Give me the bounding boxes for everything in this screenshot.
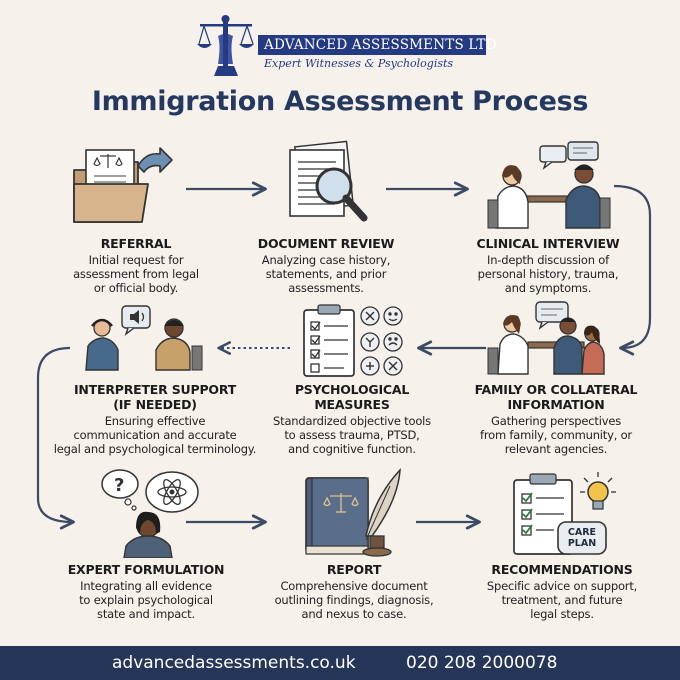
footer-phone[interactable]: 020 208 2000078 xyxy=(406,653,558,673)
expert-thinking-icon: ? xyxy=(101,469,199,558)
company-name: ADVANCED ASSESSMENTS LTD xyxy=(258,35,496,55)
step-title: CLINICAL INTERVIEW xyxy=(476,236,620,251)
company-tagline: Expert Witnesses & Psychologists xyxy=(264,57,454,70)
interpreter-icon xyxy=(85,305,203,371)
company-logo: ADVANCED ASSESSMENTS LTD Expert Witnesse… xyxy=(196,12,496,78)
family-meeting-icon xyxy=(487,301,605,375)
clinical-interview-icon xyxy=(487,141,611,229)
step-title: REFERRAL xyxy=(100,236,172,251)
step-expert-formulation: EXPERT FORMULATION Integrating all evide… xyxy=(46,562,246,621)
step-clinical-interview: CLINICAL INTERVIEW In-depth discussion o… xyxy=(448,236,648,295)
arrow-interview-to-family xyxy=(613,184,652,356)
recommendations-icon: CARE PLAN xyxy=(500,470,630,562)
step-title: EXPERT FORMULATION xyxy=(67,562,225,577)
scales-of-justice-icon xyxy=(197,15,254,76)
step-title: REPORT xyxy=(326,562,382,577)
assessment-checklist-icon xyxy=(303,304,403,377)
step-title: RECOMMENDATIONS xyxy=(491,562,633,577)
step-title: DOCUMENT REVIEW xyxy=(257,236,395,251)
page-title: Immigration Assessment Process xyxy=(91,86,589,117)
svg-text:?: ? xyxy=(114,475,124,496)
step-interpreter-support: INTERPRETER SUPPORT(IF NEEDED) Ensuring … xyxy=(44,382,266,456)
step-title: INTERPRETER SUPPORT(IF NEEDED) xyxy=(73,382,237,412)
step-document-review: DOCUMENT REVIEW Analyzing case history,s… xyxy=(226,236,426,295)
document-magnifier-icon xyxy=(289,140,368,222)
flow-arrows xyxy=(36,181,652,530)
footer-bar: advancedassessments.co.uk 020 208 200007… xyxy=(0,646,680,680)
footer-website-link[interactable]: advancedassessments.co.uk xyxy=(112,653,356,673)
report-book-icon xyxy=(305,467,401,557)
clipboard-lightbulb-icon xyxy=(513,472,616,555)
step-description: Specific advice on support,treatment, an… xyxy=(486,579,638,621)
step-recommendations: RECOMMENDATIONS Specific advice on suppo… xyxy=(462,562,662,621)
arrow-interpreter-to-formulation xyxy=(36,346,75,530)
folder-icon xyxy=(73,147,173,223)
care-plan-label: CARE PLAN xyxy=(567,527,597,549)
step-description: Analyzing case history,statements, and p… xyxy=(261,253,391,295)
